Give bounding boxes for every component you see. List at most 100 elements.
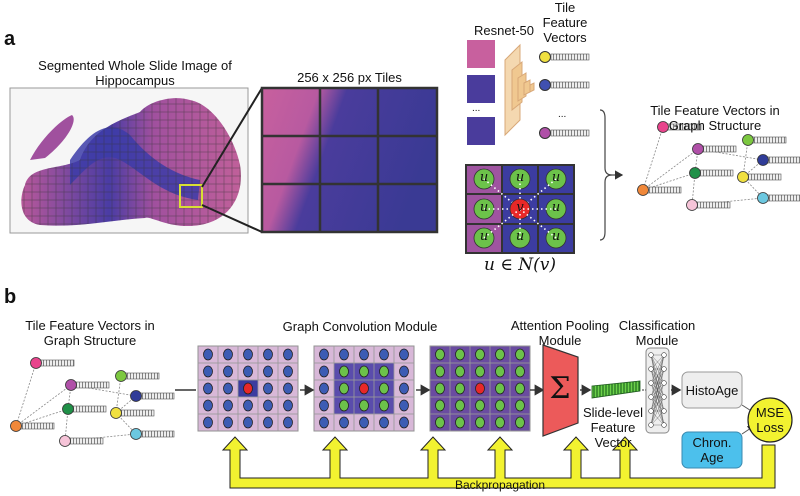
graph-a-title-line1: Tile Feature Vectors in: [650, 103, 780, 118]
grid-node: [379, 365, 389, 378]
grid-node: [379, 416, 389, 429]
panel-label-b: b: [4, 286, 17, 308]
graph-node: [115, 370, 127, 382]
apm-line2: Module: [538, 333, 582, 348]
graph-node: [62, 403, 74, 415]
mse-loss-label: MSE Loss: [748, 405, 792, 435]
graph-node: [637, 184, 649, 196]
mlp-node: [648, 394, 654, 400]
feature-vector-bar: [766, 194, 800, 202]
node-u-label: u: [551, 170, 561, 185]
grid-node: [475, 365, 485, 378]
slide-level-label: Slide-level Feature Vector: [578, 405, 648, 450]
grid-node: [243, 416, 253, 429]
mlp-node: [648, 366, 654, 372]
grid-node: [319, 399, 329, 412]
graph-structure-title-b: Tile Feature Vectors in Graph Structure: [20, 318, 160, 348]
grid-node: [359, 416, 369, 429]
grid-node: [203, 399, 213, 412]
grid-node: [223, 399, 233, 412]
chron-age-box: [681, 431, 743, 469]
grid-node: [435, 382, 445, 395]
grid-node: [263, 365, 273, 378]
tfv-line1: Tile: [554, 0, 576, 15]
graph-node: [692, 143, 704, 155]
graph-node: [757, 192, 769, 204]
grid-node: [243, 365, 253, 378]
mse-line2: Loss: [756, 420, 784, 435]
panel-label-a: a: [4, 28, 16, 50]
grid-node: [223, 416, 233, 429]
graph-a-title-line2: Graph Structure: [668, 118, 762, 133]
tfv-line2: Feature: [542, 15, 588, 30]
grid-node: [359, 365, 369, 378]
feature-vector-bar: [39, 359, 75, 367]
resnet-icon: [504, 43, 535, 137]
graph-node: [10, 420, 22, 432]
grid-node: [243, 399, 253, 412]
mlp-node: [648, 352, 654, 358]
graph-node: [689, 167, 701, 179]
feature-vector-bar: [751, 136, 787, 144]
grid-node: [515, 348, 525, 361]
mlp-node: [648, 380, 654, 386]
grid-node: [435, 399, 445, 412]
tiles-grid: [260, 86, 439, 234]
graph-node: [657, 121, 669, 133]
feature-vector-bar: [701, 145, 737, 153]
mlp-node: [648, 422, 654, 428]
feature-vector-bar: [698, 169, 734, 177]
grid-node: [243, 348, 253, 361]
grid-node: [399, 399, 409, 412]
grid-node: [435, 365, 445, 378]
grid-node: [223, 365, 233, 378]
slide-level-feature-vector: [591, 380, 641, 399]
graph-convolution-grids: [197, 345, 531, 432]
histoage-box: [681, 371, 743, 409]
attention-pooling-title: Attention Pooling Module: [505, 318, 615, 348]
node-u-label: u: [479, 229, 489, 244]
cls-line1: Classification: [618, 318, 696, 333]
graph-structure-a: [637, 121, 800, 211]
grid-node: [283, 399, 293, 412]
grid-node: [495, 399, 505, 412]
mlp-node: [661, 352, 667, 358]
backpropagation-label: Backpropagation: [454, 478, 546, 492]
feature-vector-bar: [139, 430, 175, 438]
wsi-title-line1: Segmented Whole Slide Image of: [38, 58, 232, 73]
neighborhood-nodes: [473, 168, 567, 249]
feature-vector-bar: [68, 437, 104, 445]
grid-node: [339, 365, 349, 378]
vectors-ellipsis: ...: [558, 109, 567, 120]
grid-node: [455, 416, 465, 429]
grid-node: [515, 382, 525, 395]
graph-node: [130, 428, 142, 440]
grid-node: [495, 382, 505, 395]
grid-node: [203, 416, 213, 429]
neighborhood-formula: u ∈ N(v): [483, 255, 557, 275]
mlp-node: [648, 408, 654, 414]
node-u-label: u: [515, 229, 525, 244]
chron-age-label: Chron. Age: [682, 435, 742, 465]
feature-vector-bar: [124, 372, 160, 380]
wsi-title-line2: Hippocampus: [95, 73, 175, 88]
grid-node: [263, 348, 273, 361]
graph-node: [65, 379, 77, 391]
resnet-label: Resnet-50: [474, 23, 534, 38]
grid-node: [475, 399, 485, 412]
tile-feature-vector-list: [539, 51, 590, 139]
grid-node: [515, 399, 525, 412]
grid-node: [319, 382, 329, 395]
grid-node: [399, 365, 409, 378]
grid-node: [203, 365, 213, 378]
grid-node: [283, 382, 293, 395]
feature-vector-bar: [71, 405, 107, 413]
grid-node: [339, 416, 349, 429]
feature-vector-bar: [695, 201, 731, 209]
grid-node: [455, 348, 465, 361]
chron-line1: Chron.: [692, 435, 732, 450]
tiles-ellipsis: ...: [472, 103, 481, 114]
mse-loss-node: [747, 397, 793, 443]
grid-node: [399, 382, 409, 395]
feature-vector-bar: [119, 409, 155, 417]
